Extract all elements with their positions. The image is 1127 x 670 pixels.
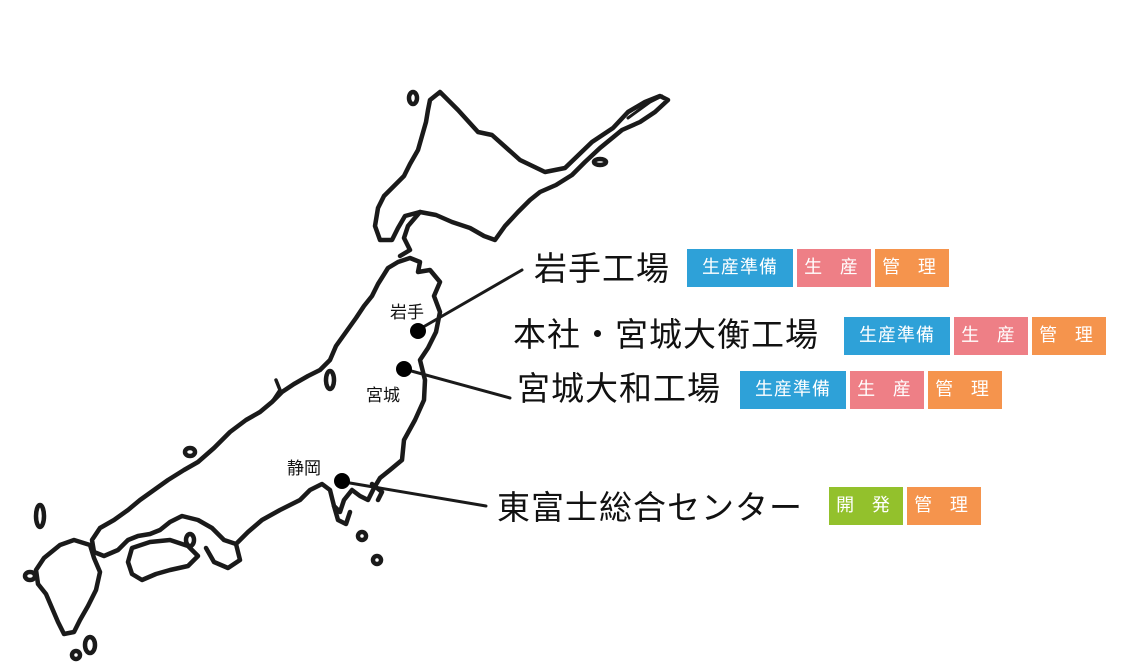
leader-line-miyagi	[402, 367, 512, 400]
location-dot-miyagi	[396, 361, 412, 377]
tag-group-higashi-fuji: 開 発 管 理	[829, 487, 981, 525]
izu-island-1	[355, 529, 369, 543]
tag-production-prep: 生産準備	[844, 317, 950, 355]
tag-management: 管 理	[875, 249, 949, 287]
shikoku-outline	[125, 537, 201, 583]
site-name-iwate: 岩手工場	[534, 249, 670, 288]
honshu-outline	[89, 255, 443, 559]
hokkaido-peninsula	[397, 209, 423, 259]
tag-management: 管 理	[1032, 317, 1106, 355]
rebun-island	[406, 89, 420, 107]
location-dot-iwate	[410, 323, 426, 339]
kii-peninsula	[203, 541, 243, 571]
goto-island	[22, 569, 38, 583]
leader-line-shizuoka	[342, 480, 488, 508]
leader-line-iwate	[416, 268, 524, 332]
prefecture-label-iwate: 岩手	[390, 303, 424, 323]
tag-management: 管 理	[907, 487, 981, 525]
tsushima-island	[33, 502, 47, 530]
yakushima-island	[69, 648, 83, 662]
kunashiri-island	[591, 156, 609, 168]
site-name-miyagi-owa: 宮城大和工場	[517, 369, 721, 408]
oki-island	[182, 445, 198, 459]
tag-production: 生 産	[797, 249, 871, 287]
etorofu-island	[626, 94, 664, 120]
tag-production: 生 産	[850, 371, 924, 409]
tag-production-prep: 生産準備	[687, 249, 793, 287]
tag-group-iwate: 生産準備 生 産 管 理	[687, 249, 949, 287]
tag-group-hq: 生産準備 生 産 管 理	[844, 317, 1106, 355]
izu-peninsula	[331, 503, 353, 527]
hokkaido-outline	[372, 89, 671, 243]
prefecture-label-miyagi: 宮城	[366, 386, 400, 406]
izu-island-2	[370, 553, 384, 567]
tag-production-prep: 生産準備	[740, 371, 846, 409]
site-name-higashi-fuji: 東富士総合センター	[497, 488, 803, 527]
tag-group-miyagi-owa: 生産準備 生 産 管 理	[740, 371, 1002, 409]
noto-peninsula	[270, 378, 282, 404]
site-name-hq: 本社・宮城大衡工場	[513, 315, 819, 354]
tag-production: 生 産	[954, 317, 1028, 355]
tag-development: 開 発	[829, 487, 903, 525]
prefecture-label-shizuoka: 静岡	[287, 459, 321, 479]
tag-management: 管 理	[928, 371, 1002, 409]
tanegashima-island	[82, 634, 98, 656]
location-dot-shizuoka	[334, 473, 350, 489]
kyushu-outline	[33, 537, 103, 637]
sado-island	[323, 368, 337, 392]
